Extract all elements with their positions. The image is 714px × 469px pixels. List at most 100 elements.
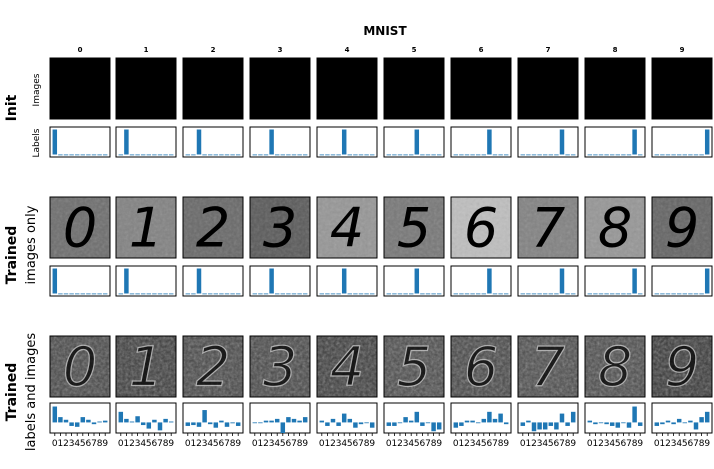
- x-tick-label-3-6: 6: [286, 439, 292, 449]
- init-labels-bar-2-6: [219, 154, 224, 156]
- init-labels-bar-8-9: [637, 154, 643, 156]
- x-tick-label-7-5: 5: [548, 439, 554, 449]
- trained-images-only-labels-bar-1-3: [135, 293, 140, 295]
- trained-labels-and-images-labels-bar-5-2: [397, 422, 403, 424]
- trained-images-only-labels-bar-3-5: [280, 293, 286, 295]
- trained-labels-and-images-labels-bar-4-7: [358, 422, 364, 425]
- trained-images-only-image-0: 0: [49, 196, 111, 260]
- trained-images-only-labels-bar-6-9: [503, 293, 509, 295]
- trained-labels-and-images-labels-bar-3-5: [280, 422, 286, 433]
- trained-images-only-labels-bar-1-8: [163, 293, 168, 295]
- init-image-digit-3: 3: [263, 58, 297, 121]
- trained-images-only-labels-bar-4-3: [336, 293, 341, 295]
- row-label-init: Init: [4, 94, 20, 121]
- init-labels-bar-8-7: [626, 154, 632, 156]
- x-tick-label-3-8: 8: [297, 439, 303, 449]
- init-image-7: 7: [517, 57, 579, 121]
- init-labels-bar-7-1: [526, 154, 531, 156]
- x-tick-label-4-2: 2: [330, 439, 336, 449]
- trained-labels-and-images-labels-bar-1-5: [146, 422, 152, 429]
- trained-images-only-labels-bar-6-1: [459, 293, 464, 295]
- trained-images-only-labels-bar-5-6: [420, 293, 425, 295]
- row-label-images-only: images only: [24, 205, 39, 284]
- x-tick-label-1-3: 3: [135, 439, 141, 449]
- trained-images-only-labels-bar-8-2: [598, 293, 604, 295]
- trained-labels-and-images-labels-bar-7-4: [542, 422, 548, 430]
- x-tick-label-8-5: 5: [615, 439, 621, 449]
- init-labels-bar-6-4: [475, 154, 481, 156]
- trained-labels-images-image-1: 1: [115, 335, 177, 399]
- init-labels-panel-2: [182, 126, 244, 158]
- trained-labels-and-images-labels-bar-5-3: [403, 417, 408, 423]
- init-labels-bar-1-7: [157, 154, 163, 156]
- init-image-digit-6: 6: [464, 58, 498, 121]
- trained-images-only-labels-bar-2-5: [213, 293, 219, 295]
- x-tick-label-6-2: 2: [464, 439, 470, 449]
- trained-images-only-labels-bar-5-4: [408, 293, 414, 295]
- trained-labels-images-image-7: 7: [517, 335, 579, 399]
- init-labels-bar-2-0: [185, 154, 191, 156]
- trained-labels-and-images-labels-bar-6-0: [453, 422, 459, 428]
- init-image-digit-5: 5: [397, 58, 431, 121]
- x-tick-label-2-6: 6: [219, 439, 225, 449]
- x-tick-label-6-1: 1: [459, 439, 465, 449]
- x-tick-label-9-3: 3: [671, 439, 677, 449]
- row-label-images: Images: [32, 73, 42, 106]
- x-tick-label-7-9: 9: [570, 439, 576, 449]
- trained-labels-and-images-labels-bar-3-4: [274, 418, 280, 423]
- init-image-digit-7: 7: [531, 58, 565, 121]
- x-tick-label-8-0: 0: [587, 439, 593, 449]
- trained-labels-and-images-labels-bar-7-6: [554, 422, 559, 430]
- trained-labels-and-images-labels-bar-7-9: [570, 411, 576, 423]
- trained-labels-and-images-labels-bar-5-6: [420, 422, 425, 426]
- trained-images-only-labels-bar-8-8: [632, 268, 637, 294]
- init-image-digit-1: 1: [129, 58, 163, 121]
- trained-labels-and-images-labels-bar-2-2: [196, 422, 202, 427]
- init-labels-bar-2-4: [207, 154, 213, 156]
- column-label-2: 2: [211, 46, 216, 54]
- x-tick-label-0-4: 4: [74, 439, 80, 449]
- init-labels-bar-7-7: [559, 129, 565, 155]
- init-labels-bar-1-9: [168, 154, 174, 156]
- init-labels-bar-8-0: [587, 154, 593, 156]
- x-tick-label-5-1: 1: [392, 439, 398, 449]
- trained-images-only-labels-bar-9-6: [688, 293, 693, 295]
- x-tick-label-5-9: 9: [436, 439, 442, 449]
- trained-images-only-labels-bar-1-7: [157, 293, 163, 295]
- trained-labels-images-image-digit-8: 8: [598, 336, 632, 399]
- trained-labels-and-images-labels-bar-4-3: [336, 422, 341, 426]
- trained-images-only-labels-bar-1-9: [168, 293, 174, 295]
- init-labels-bar-0-5: [80, 154, 86, 156]
- trained-labels-and-images-labels-bar-0-4: [74, 422, 80, 427]
- trained-labels-and-images-labels-bar-2-8: [230, 422, 235, 424]
- trained-labels-and-images-labels-bar-2-7: [224, 422, 230, 427]
- trained-images-only-labels-bar-6-8: [498, 293, 503, 295]
- trained-images-only-labels-panel-8: [584, 265, 646, 297]
- trained-labels-and-images-labels-bar-5-0: [386, 422, 392, 426]
- x-tick-label-3-3: 3: [269, 439, 275, 449]
- init-labels-bar-5-2: [397, 154, 403, 156]
- init-labels-bar-3-3: [269, 129, 274, 155]
- trained-labels-and-images-labels-bar-4-1: [325, 422, 330, 426]
- trained-images-only-labels-bar-6-0: [453, 293, 459, 295]
- x-tick-label-3-5: 5: [280, 439, 286, 449]
- trained-labels-and-images-labels-bar-5-7: [425, 422, 431, 424]
- x-tick-label-1-4: 4: [140, 439, 146, 449]
- x-tick-label-9-0: 0: [654, 439, 660, 449]
- init-labels-bar-2-1: [191, 154, 196, 156]
- init-labels-bar-6-0: [453, 154, 459, 156]
- trained-labels-and-images-labels-bar-5-5: [414, 411, 420, 423]
- trained-labels-images-image-3: 3: [249, 335, 311, 399]
- column-label-3: 3: [278, 46, 283, 54]
- trained-labels-and-images-labels-bar-6-4: [475, 422, 481, 424]
- trained-labels-and-images-labels-bar-6-7: [492, 418, 498, 423]
- trained-images-only-labels-bar-5-1: [392, 293, 397, 295]
- trained-images-only-labels-bar-1-0: [118, 293, 124, 295]
- x-tick-label-5-7: 7: [425, 439, 431, 449]
